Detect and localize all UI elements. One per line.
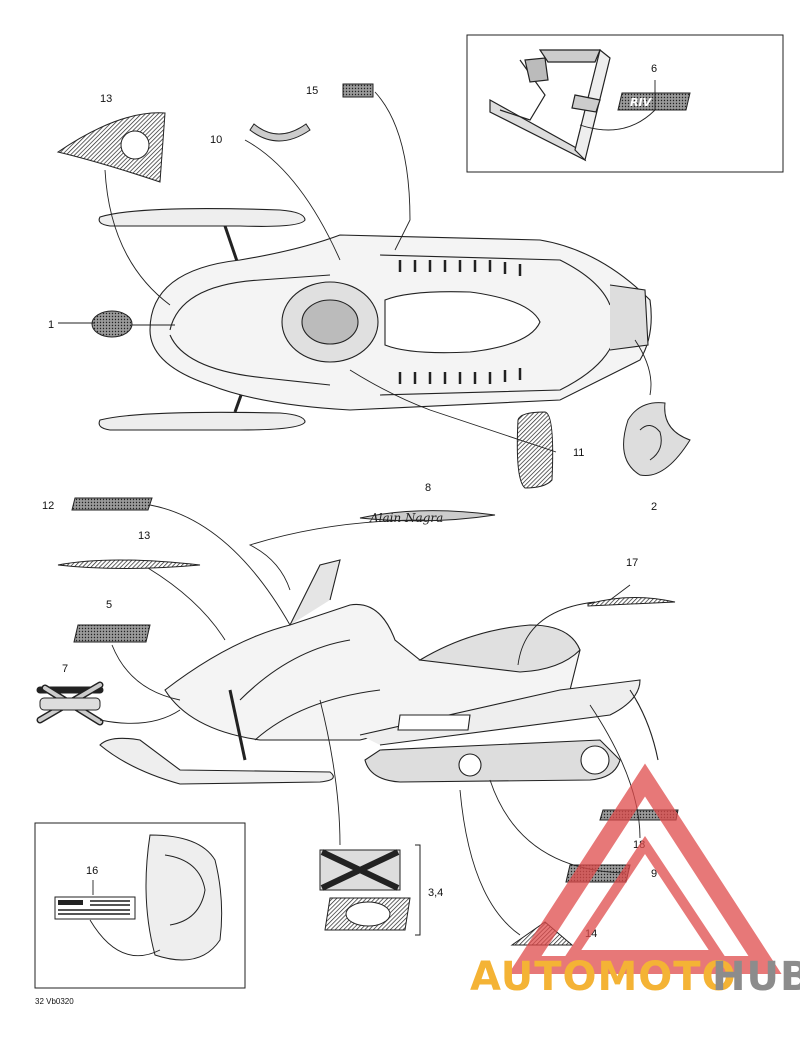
decal-10-arc xyxy=(249,123,311,142)
decal-12-strip xyxy=(71,497,153,511)
leaders-side xyxy=(99,504,641,936)
decal-13-top xyxy=(56,112,166,183)
automotohub-watermark: AUTOMOTO HUB xyxy=(470,763,800,1000)
label-13-top: 13 xyxy=(100,93,112,105)
label-10: 10 xyxy=(210,134,222,146)
decal-5-logo xyxy=(73,624,151,643)
label-15: 15 xyxy=(306,85,318,97)
frame-inset: RIV xyxy=(466,34,784,173)
decal-8-script: Alain Nagra xyxy=(359,510,496,525)
frame-drawing xyxy=(489,48,611,162)
label-11: 11 xyxy=(573,447,584,459)
svg-text:Alain Nagra: Alain Nagra xyxy=(369,511,443,525)
decal-15-small xyxy=(342,83,374,98)
watermark-word-gray: HUB xyxy=(712,954,800,1000)
label-5: 5 xyxy=(106,599,112,611)
leaders-top xyxy=(58,91,652,453)
label-13-side: 13 xyxy=(138,530,150,542)
hood-inset xyxy=(34,822,246,989)
decal-3-4-set xyxy=(319,844,421,936)
decal-16-label xyxy=(54,896,136,920)
decal-1-badge xyxy=(91,310,133,338)
decal-2-tail xyxy=(623,402,691,477)
label-9: 9 xyxy=(651,868,657,880)
label-2: 2 xyxy=(651,501,657,513)
label-12: 12 xyxy=(42,500,54,512)
svg-text:RIV: RIV xyxy=(630,96,653,109)
top-view-snowmobile xyxy=(98,207,652,431)
decal-7-x xyxy=(36,681,104,726)
watermark-word-orange: AUTOMOTO xyxy=(470,954,737,1000)
decal-13-side xyxy=(57,559,201,569)
label-6: 6 xyxy=(651,63,657,75)
label-1: 1 xyxy=(48,319,54,331)
decal-17-wedge xyxy=(587,597,676,607)
decal-6-riv: RIV xyxy=(617,92,691,111)
label-16: 16 xyxy=(86,865,98,877)
label-3-4: 3,4 xyxy=(428,887,443,899)
decal-11-pad xyxy=(516,411,554,489)
label-17: 17 xyxy=(626,557,638,569)
triangle-logo-icon xyxy=(508,763,782,974)
drawing-code: 32 Vb0320 xyxy=(35,997,74,1006)
side-view-snowmobile xyxy=(99,559,659,785)
label-7: 7 xyxy=(62,663,68,675)
label-8: 8 xyxy=(425,482,431,494)
